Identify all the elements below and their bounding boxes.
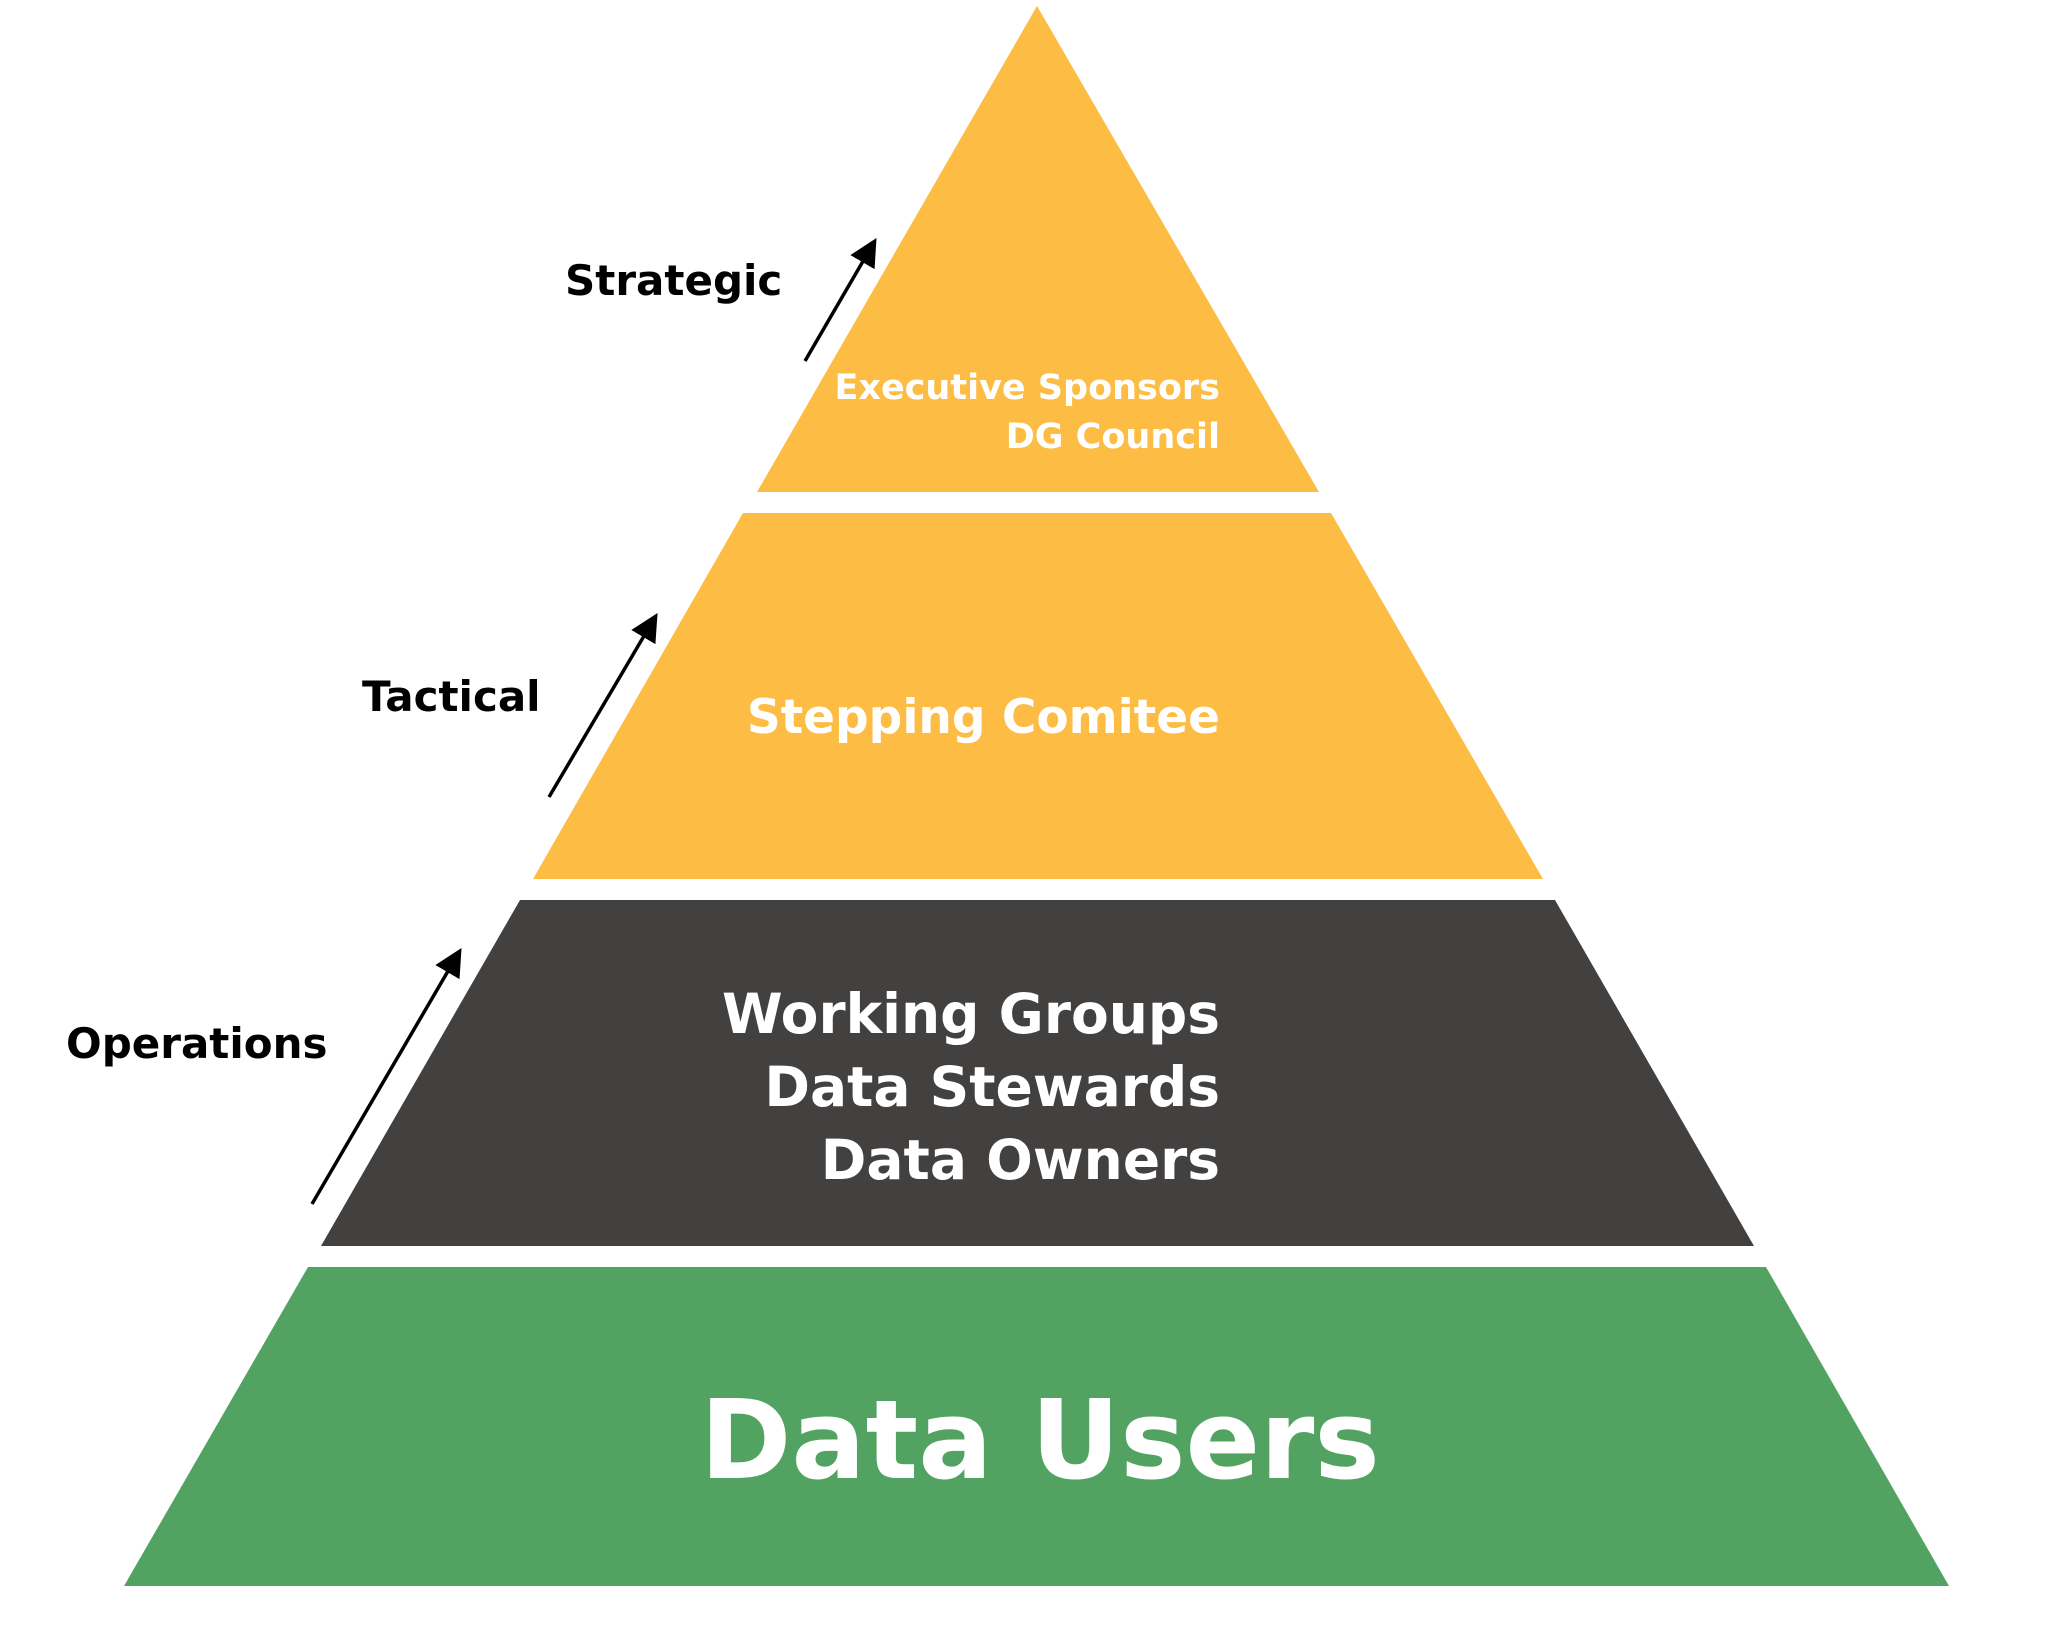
tier-line: Working Groups — [721, 982, 1220, 1046]
tier-line: Stepping Comitee — [746, 690, 1220, 745]
tier-tactical-shape — [533, 513, 1543, 879]
tier-tactical-text: Stepping Comitee — [747, 688, 1220, 748]
tier-line: Executive Sponsors — [834, 368, 1220, 408]
tier-operations-text: Working Groups Data Stewards Data Owners — [722, 978, 1220, 1197]
arrow-up-right-icon — [803, 237, 877, 362]
arrow-up-right-icon — [310, 947, 462, 1205]
arrow-up-right-icon — [547, 612, 658, 798]
tier-line: Data Users — [700, 1376, 1380, 1504]
tier-operations-shape — [321, 900, 1754, 1246]
side-label-tactical: Tactical — [362, 672, 541, 721]
tier-line: Data Stewards — [764, 1055, 1220, 1119]
tier-line: Data Owners — [820, 1128, 1220, 1192]
tier-base-text: Data Users — [0, 1370, 2048, 1510]
side-label-operations: Operations — [66, 1019, 328, 1068]
tier-base-shape — [124, 1267, 1949, 1586]
tier-line: DG Council — [1005, 417, 1220, 457]
side-label-strategic: Strategic — [565, 256, 783, 305]
tier-strategic-shape — [757, 6, 1319, 492]
tier-strategic-text: Executive Sponsors DG Council — [834, 364, 1220, 462]
